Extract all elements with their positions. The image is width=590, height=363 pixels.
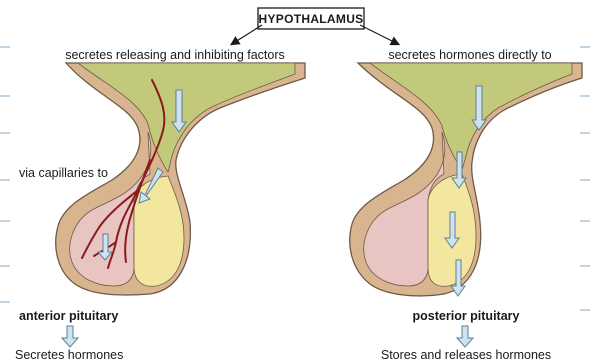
right-down-arrow [457,326,473,347]
connector-left [232,25,262,44]
left-side-label: via capillaries to [19,166,108,180]
title-text: HYPOTHALAMUS [259,12,364,26]
right-top-label: secretes hormones directly to [388,48,551,62]
connector-right [360,25,398,44]
right-diagram [350,63,582,296]
hypothalamus-title: HYPOTHALAMUS [258,8,364,29]
anterior-pituitary-label: anterior pituitary [19,309,118,323]
left-down-arrow [62,326,78,347]
left-bottom-label: Secretes hormones [15,348,123,362]
left-top-label: secretes releasing and inhibiting factor… [65,48,285,62]
left-hypothalamus [78,63,295,172]
right-bottom-label: Stores and releases hormones [381,348,551,362]
posterior-pituitary-label: posterior pituitary [413,309,520,323]
